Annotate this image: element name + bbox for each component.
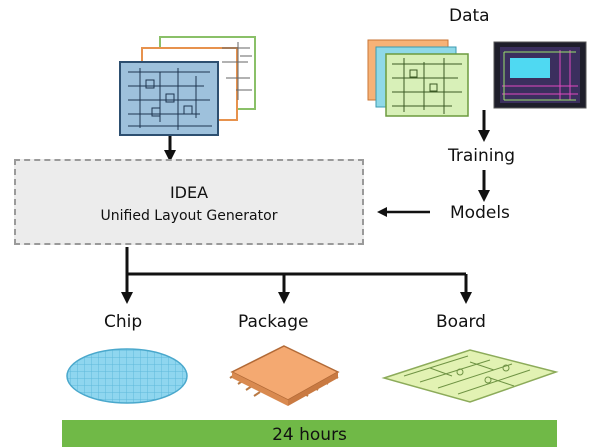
timeline-bar: 24 hours <box>62 420 557 447</box>
package-chip-icon <box>229 345 340 406</box>
timeline-label: 24 hours <box>272 425 347 445</box>
chip-label: Chip <box>104 312 143 332</box>
wafer-icon <box>66 348 188 404</box>
distribution-connector <box>121 247 472 304</box>
schematic-stack-icon <box>119 36 256 136</box>
data-label: Data <box>449 6 490 26</box>
package-label: Package <box>238 312 309 332</box>
generator-subtitle: Unified Layout Generator <box>100 208 278 224</box>
chip-layout-image-icon <box>493 41 587 109</box>
board-label: Board <box>436 312 486 332</box>
layout-generator-box: IDEA Unified Layout Generator <box>14 159 364 245</box>
pcb-board-icon <box>381 349 559 403</box>
models-label: Models <box>450 203 510 223</box>
training-label: Training <box>448 146 516 166</box>
data-layouts-icon <box>367 39 469 117</box>
generator-title: IDEA <box>169 183 209 202</box>
